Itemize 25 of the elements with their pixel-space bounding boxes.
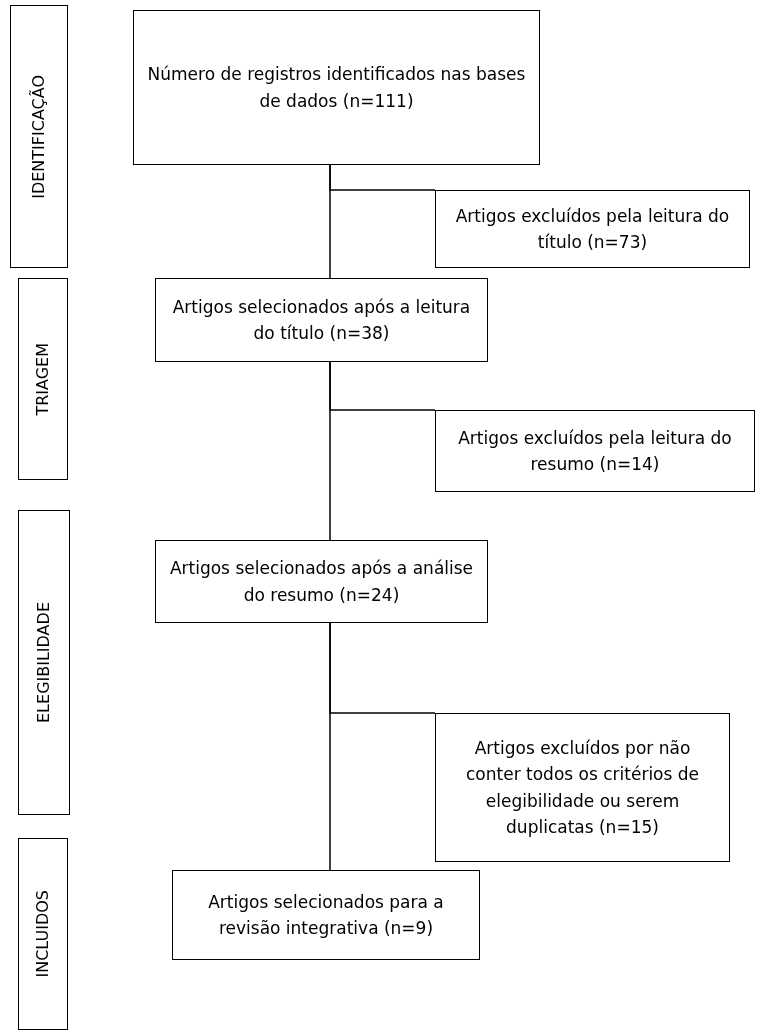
stage-band bbox=[18, 278, 68, 480]
stage-band bbox=[18, 838, 68, 1030]
process-box bbox=[155, 278, 488, 362]
stage-band bbox=[18, 510, 70, 815]
box-text: Artigos excluídos pela leitura do resumo (n=14) bbox=[457, 426, 733, 476]
stage-label: ELEGIBILIDADE bbox=[32, 602, 54, 723]
stage-band bbox=[10, 5, 68, 268]
connector-line bbox=[329, 622, 436, 714]
box-text: Artigos excluídos pela leitura do título (n=73) bbox=[454, 204, 731, 254]
process-box bbox=[435, 190, 750, 268]
box-text: Artigos excluídos por não conter todos os critérios de elegibilidade ou serem duplicatas (n=15) bbox=[465, 736, 700, 839]
box-text: Artigos selecionados após a análise do resumo (n=24) bbox=[168, 557, 475, 607]
process-box bbox=[172, 870, 480, 960]
box-text: Número de registros identificados nas bases de dados (n=111) bbox=[146, 63, 527, 113]
process-box bbox=[435, 410, 755, 492]
box-text: Artigos selecionados para a revisão integrativa (n=9) bbox=[207, 890, 445, 940]
stage-label: INCLUIDOS bbox=[31, 890, 53, 978]
stage-label: IDENTIFICAÇÃO bbox=[27, 74, 49, 199]
process-box bbox=[133, 10, 540, 165]
connector-line bbox=[329, 361, 436, 411]
process-box bbox=[435, 713, 730, 862]
process-box bbox=[155, 540, 488, 623]
stage-label: TRIAGEM bbox=[31, 342, 53, 416]
box-text: Artigos selecionados após a leitura do título (n=38) bbox=[171, 295, 472, 345]
connector-line bbox=[329, 164, 436, 191]
